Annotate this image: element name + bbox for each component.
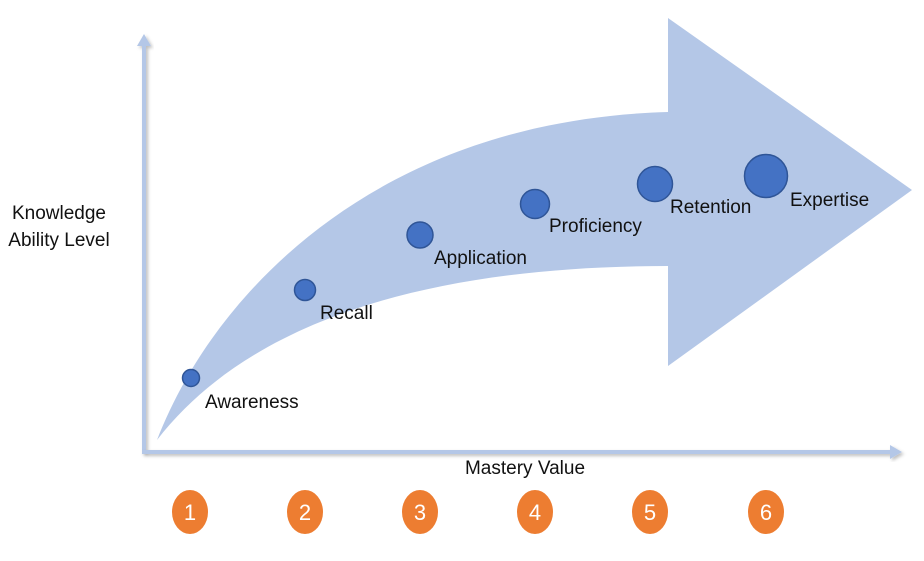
y-axis [137, 34, 151, 452]
y-axis-title: Knowledge Ability Level [0, 200, 118, 254]
stage-label-retention: Retention [670, 197, 751, 218]
y-axis-title-line1: Knowledge [11, 203, 107, 224]
step-number-6: 6 [760, 500, 772, 525]
x-axis-title: Mastery Value [464, 458, 586, 479]
stage-dot-proficiency [519, 188, 551, 220]
x-axis [142, 445, 902, 459]
step-badge-5 [632, 490, 668, 534]
stage-dot-retention [636, 165, 674, 203]
step-number-3: 3 [414, 500, 426, 525]
step-badge-6 [748, 490, 784, 534]
progress-arrow [157, 18, 912, 440]
stage-dot-awareness [181, 368, 201, 388]
step-badge-4 [517, 490, 553, 534]
step-number-1: 1 [184, 500, 196, 525]
step-badge-3 [402, 490, 438, 534]
step-number-2: 2 [299, 500, 311, 525]
stage-label-proficiency: Proficiency [549, 216, 642, 237]
stage-label-expertise: Expertise [790, 190, 869, 211]
stage-dot-expertise [743, 153, 789, 199]
step-number-5: 5 [644, 500, 656, 525]
stage-dot-application [406, 221, 434, 249]
stage-label-recall: Recall [320, 303, 373, 324]
step-badge-2 [287, 490, 323, 534]
stage-dot-recall [293, 278, 317, 302]
step-number-4: 4 [529, 500, 541, 525]
step-badge-1 [172, 490, 208, 534]
y-axis-title-line2: Ability Level [8, 230, 110, 251]
stage-label-application: Application [434, 248, 527, 269]
stage-label-awareness: Awareness [205, 392, 299, 413]
